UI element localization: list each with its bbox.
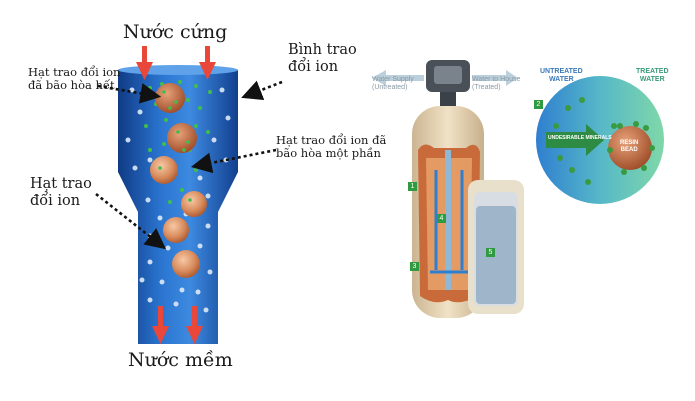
- resin-beads: [150, 83, 207, 278]
- water-to-house-label-line-1: Water to House: [472, 76, 521, 83]
- vessel-label-line-2: đổi ion: [288, 58, 339, 75]
- partially-saturated-bead-label-line-2: bão hòa một phần: [276, 146, 381, 161]
- soft-water-label: Nước mềm: [128, 349, 233, 371]
- water-to-house-label: Water to House (Treated): [472, 76, 520, 91]
- leader-arrows: [95, 80, 283, 250]
- callout-2: 2: [534, 100, 543, 109]
- callout-3: 3: [410, 262, 419, 271]
- resin-bead-closeup: [536, 76, 664, 204]
- untreated-water-label: UNTREATED WATER: [540, 68, 583, 83]
- callout-5: 5: [486, 248, 495, 257]
- water-supply-label-line-2: (Untreated): [372, 83, 408, 91]
- water-to-house-label-line-2: (Treated): [472, 83, 501, 91]
- ion-exchange-bead-label-line-1: Hạt trao: [30, 176, 92, 192]
- callout-1: 1: [408, 182, 417, 191]
- treated-water-label: TREATED WATER: [636, 68, 669, 83]
- resin-bead-label-line-2: BEAD: [620, 146, 638, 153]
- fully-saturated-bead-label-line-1: Hạt trao đổi ion: [28, 65, 121, 79]
- untreated-water-label-line-2: WATER: [548, 75, 574, 83]
- vessel-label-line-1: Bình trao: [288, 42, 357, 58]
- fully-saturated-bead-label-line-2: đã bão hòa hết: [28, 78, 115, 93]
- soft-water-outlet-arrows: [152, 306, 203, 344]
- bead-mineral-dots: [158, 90, 192, 202]
- vessel-label: Bình trao đổi ion: [288, 42, 357, 75]
- treated-water-label-line-2: WATER: [639, 75, 665, 83]
- water-supply-label-line-1: Water Supply: [372, 76, 414, 83]
- ion-exchange-bead-label-line-2: đổi ion: [30, 192, 81, 209]
- water-supply-label: Water Supply (Untreated): [372, 76, 414, 91]
- resin-bead-label-line-1: RESIN: [620, 140, 639, 146]
- partially-saturated-bead-label-line-1: Hạt trao đổi ion đã: [276, 133, 387, 147]
- mineral-dots: [144, 80, 212, 204]
- partially-saturated-bead-label: Hạt trao đổi ion đã bão hòa một phần: [276, 133, 387, 161]
- ion-exchange-bead-label: Hạt trao đổi ion: [30, 176, 92, 209]
- fully-saturated-bead-label: Hạt trao đổi ion đã bão hòa hết: [28, 65, 121, 93]
- untreated-water-label-line-1: UNTREATED: [540, 68, 583, 75]
- hard-water-inlet-arrows: [136, 46, 216, 80]
- water-softener: [372, 60, 524, 318]
- resin-bead-label: RESIN BEAD: [620, 140, 638, 153]
- callout-4: 4: [437, 214, 446, 223]
- treated-water-label-line-1: TREATED: [636, 68, 669, 75]
- hard-water-label: Nước cứng: [123, 21, 228, 43]
- undesirable-minerals-label: UNDESIRABLE MINERALS: [548, 135, 612, 141]
